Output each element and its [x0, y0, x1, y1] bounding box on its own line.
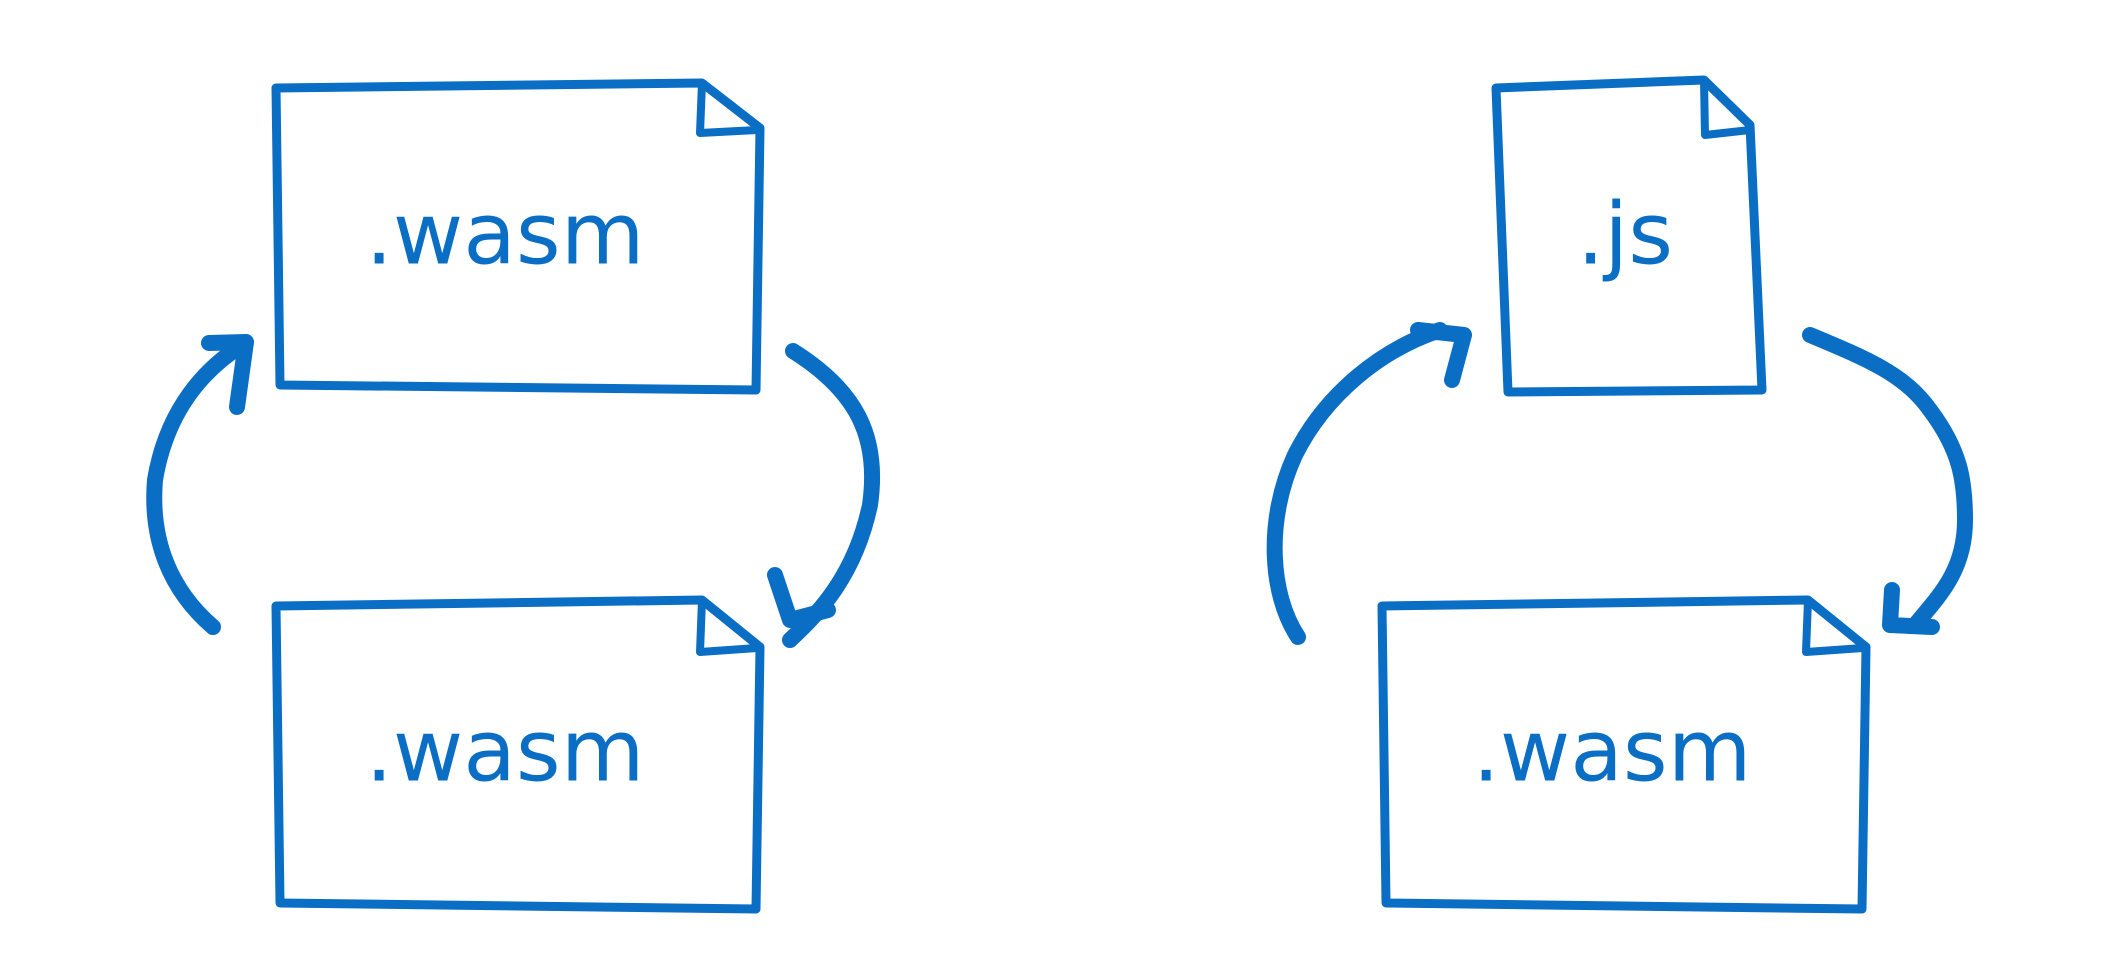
file-icon [1377, 595, 1871, 914]
file-label: .js [1577, 184, 1673, 284]
file-label: .wasm [1473, 701, 1752, 801]
left-top-file: .wasm [271, 78, 765, 395]
arrow-head-icon [1882, 582, 1940, 635]
right-up-arrow [1266, 322, 1472, 645]
arrow-head-icon [767, 567, 836, 628]
file-icon [271, 595, 765, 914]
right-down-arrow [1802, 327, 1973, 635]
file-fold-icon [1802, 596, 1867, 656]
left-up-arrow [146, 334, 254, 635]
left-bottom-file: .wasm [271, 595, 765, 914]
arrow-head-icon [1410, 322, 1472, 388]
right-top-file: .js [1491, 75, 1767, 397]
file-fold-icon [1700, 76, 1754, 139]
arrow-head-icon [201, 334, 254, 415]
right-group: .js .wasm [1266, 75, 1973, 914]
right-bottom-file: .wasm [1377, 595, 1871, 914]
file-icon [271, 78, 765, 395]
file-fold-icon [696, 79, 761, 137]
file-label: .wasm [366, 701, 645, 801]
file-fold-icon [696, 596, 761, 656]
left-group: .wasm .wasm [146, 78, 881, 914]
file-label: .wasm [366, 184, 645, 284]
file-icon [1491, 75, 1767, 397]
left-down-arrow [767, 343, 881, 648]
